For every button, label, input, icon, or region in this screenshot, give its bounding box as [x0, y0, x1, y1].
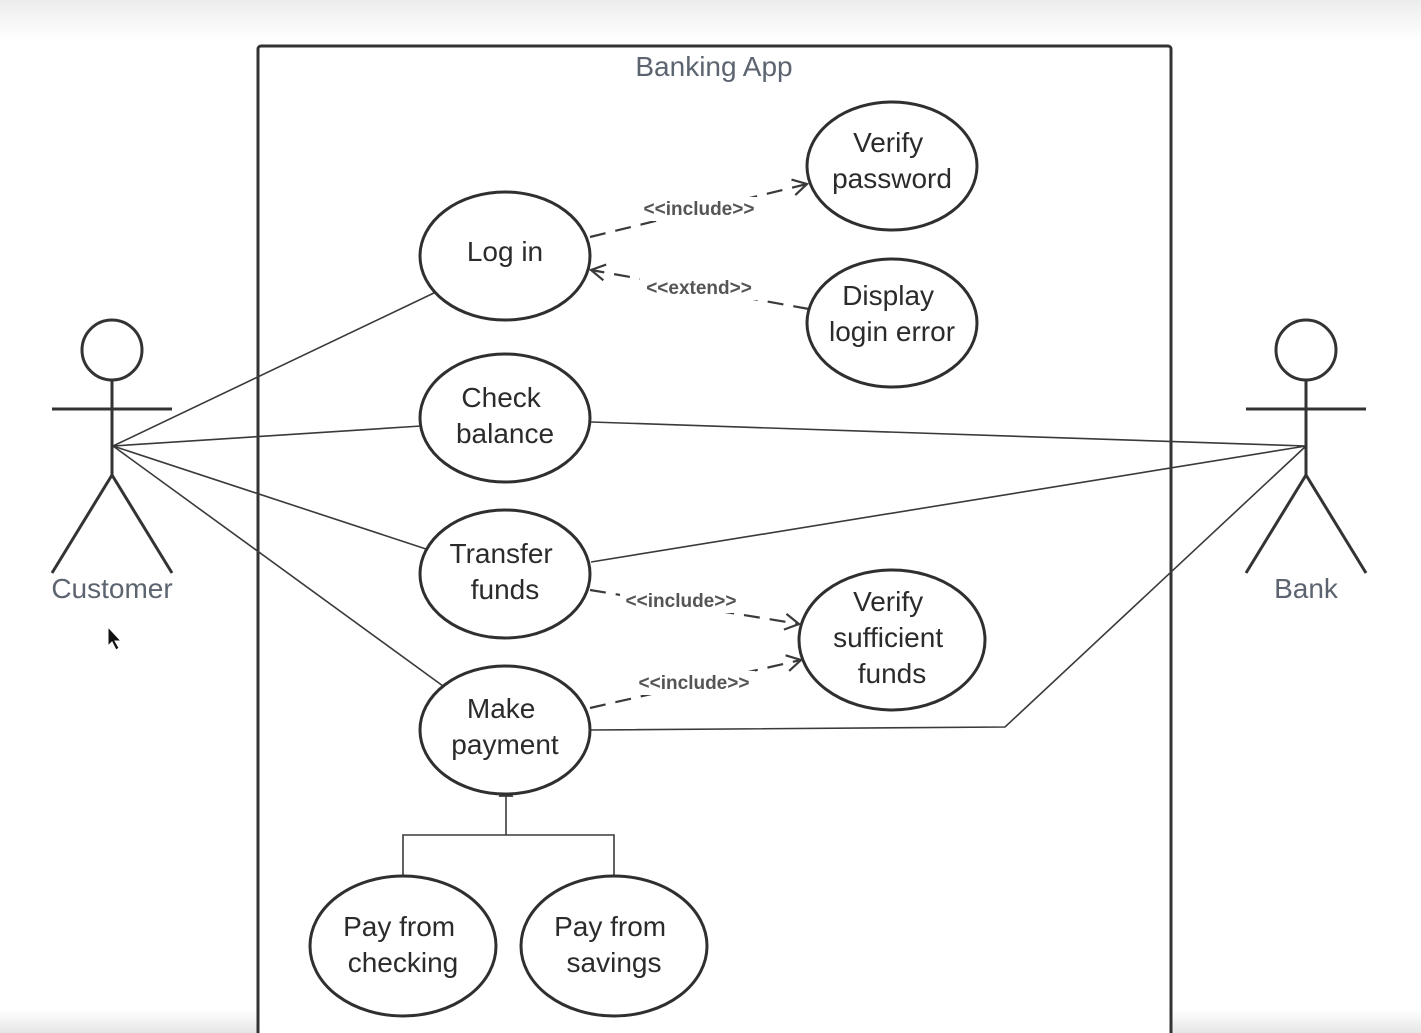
association-bank-check-balance: [590, 421, 1307, 447]
use-case-check-balance-line-1: Check: [461, 382, 541, 413]
use-case-display-login-error-line-1: Display: [842, 280, 934, 311]
use-case-verify-sufficient-funds-line-3: funds: [858, 658, 927, 689]
svg-text:Display login error: Display login error: [829, 280, 955, 347]
svg-text:Pay from savings: Pay from savings: [554, 911, 674, 978]
association-customer-login: [112, 291, 437, 447]
svg-text:Log in: Log in: [467, 236, 543, 267]
association-bank-transfer: [590, 445, 1307, 563]
use-case-pay-from-checking-line-1: Pay from: [343, 911, 455, 942]
association-customer-transfer: [112, 445, 427, 550]
label-include-login: <<include>>: [644, 199, 755, 220]
label-include-transfer: <<include>>: [626, 591, 737, 612]
use-case-verify-sufficient-funds[interactable]: Verify sufficient funds: [797, 568, 987, 712]
actor-customer-label: Customer: [51, 573, 172, 604]
use-case-pay-from-savings-line-1: Pay from: [554, 911, 666, 942]
use-case-transfer-funds-line-2: funds: [471, 574, 540, 605]
use-case-transfer-funds-line-1: Transfer: [450, 538, 553, 569]
use-case-login-line-1: Log in: [467, 236, 543, 267]
use-case-login[interactable]: Log in: [418, 190, 592, 322]
association-customer-check-balance: [112, 425, 422, 447]
generalization-branch: [402, 834, 615, 878]
relationship-labels: <<include>> <<extend>> <<include>> <<inc…: [620, 197, 760, 695]
use-case-pay-from-savings-line-2: savings: [567, 947, 662, 978]
actor-customer-head: [80, 318, 144, 382]
use-case-pay-from-checking-line-2: checking: [348, 947, 459, 978]
use-case-display-login-error[interactable]: Display login error: [805, 257, 979, 389]
use-case-pay-from-savings[interactable]: Pay from savings: [519, 874, 709, 1018]
customer-associations: [112, 291, 444, 687]
use-case-transfer-funds[interactable]: Transfer funds: [418, 508, 592, 640]
actor-bank-label: Bank: [1274, 573, 1339, 604]
use-case-check-balance-line-2: balance: [456, 418, 554, 449]
use-case-make-payment-line-2: payment: [451, 729, 559, 760]
association-customer-payment: [112, 445, 444, 687]
use-case-verify-sufficient-funds-line-2: sufficient: [833, 622, 943, 653]
generalization: [402, 796, 615, 878]
svg-text:Verify password: Verify password: [832, 127, 952, 194]
actor-customer[interactable]: Customer: [50, 318, 174, 604]
mouse-cursor-icon: [107, 625, 123, 651]
use-case-make-payment[interactable]: Make payment: [418, 664, 592, 796]
use-case-display-login-error-line-2: login error: [829, 316, 955, 347]
use-case-make-payment-line-1: Make: [467, 693, 535, 724]
svg-text:Check balance: Check balance: [456, 382, 554, 449]
bank-associations: [590, 421, 1307, 731]
actor-bank[interactable]: Bank: [1244, 318, 1368, 604]
use-case-check-balance[interactable]: Check balance: [418, 352, 592, 484]
actor-bank-head: [1274, 318, 1338, 382]
svg-text:Transfer funds: Transfer funds: [450, 538, 561, 605]
svg-text:Verify sufficient: Verify sufficient funds: [833, 586, 951, 689]
system-title: Banking App: [635, 51, 792, 82]
svg-text:Pay from checking: Pay from checking: [343, 911, 463, 978]
svg-text:Make payment: Make payment: [451, 693, 559, 760]
use-case-verify-password[interactable]: Verify password: [805, 100, 979, 232]
label-include-payment: <<include>>: [639, 673, 750, 694]
use-case-verify-sufficient-funds-line-1: Verify: [853, 586, 923, 617]
label-extend-login: <<extend>>: [646, 278, 752, 299]
use-case-pay-from-checking[interactable]: Pay from checking: [308, 874, 498, 1018]
use-case-verify-password-line-1: Verify: [853, 127, 923, 158]
association-bank-payment: [590, 445, 1307, 731]
use-case-verify-password-line-2: password: [832, 163, 952, 194]
